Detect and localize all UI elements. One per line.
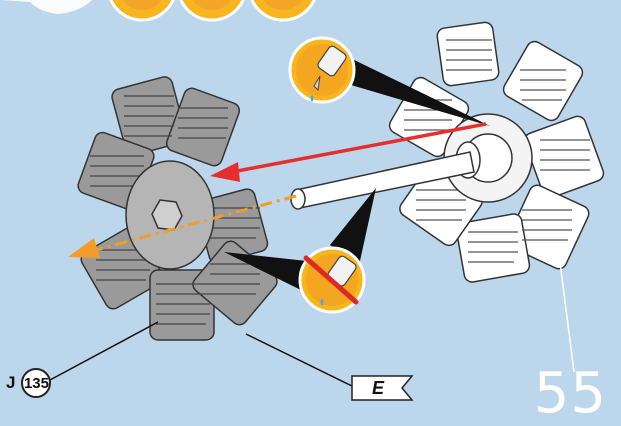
part-prefix: J xyxy=(6,373,15,393)
step-leader-line xyxy=(560,262,574,372)
part-reference: J 135 xyxy=(6,368,51,398)
glue-bottle-icon xyxy=(249,0,317,20)
header-fragment xyxy=(0,0,92,14)
glue-bottle-icon xyxy=(290,38,354,102)
flag-letter: E xyxy=(355,376,401,400)
part-number-badge: 135 xyxy=(21,368,51,398)
grey-radial-engine xyxy=(76,75,280,340)
step-number: 55 xyxy=(534,366,607,422)
glue-bottle-icon xyxy=(108,0,176,20)
no-glue-icon xyxy=(300,248,364,312)
header-icon-row xyxy=(0,0,317,20)
glue-bottle-icon xyxy=(178,0,246,20)
white-radial-engine xyxy=(387,21,606,283)
